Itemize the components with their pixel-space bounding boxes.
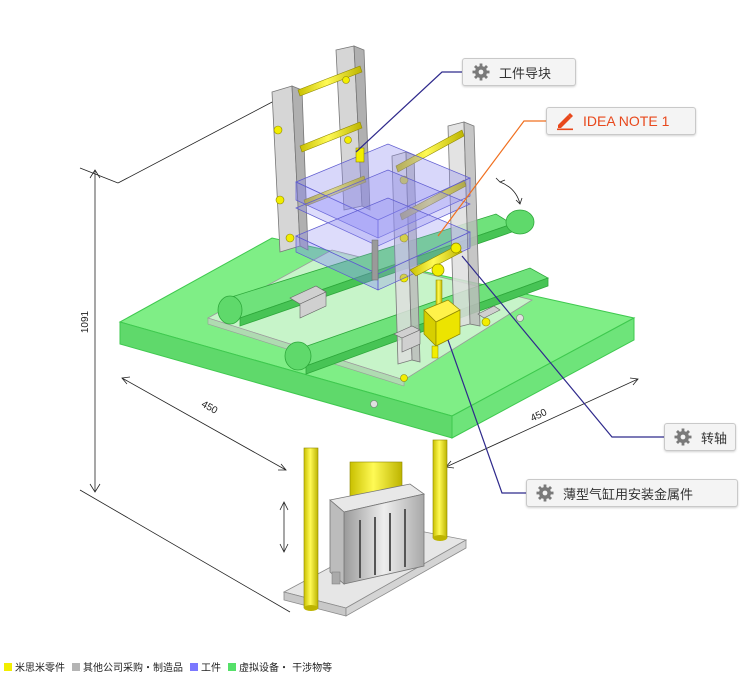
callout-guide[interactable]: 工件导块 [462,58,576,86]
callout-shaft[interactable]: 转轴 [664,423,736,451]
gear-icon [535,483,555,503]
legend-label: 虚拟设备・ 干涉物等 [239,663,333,674]
legend-label: 其他公司采购・制造品 [83,663,183,674]
dim-width-left-label: 450 [199,399,219,417]
dim-height-label: 1091 [80,310,91,333]
legend-label: 工件 [201,663,221,674]
shaft-cylinder-assembly [370,242,524,408]
left-frame [271,45,371,253]
legend-swatch [4,662,12,671]
dim-width-right-label: 450 [529,407,549,424]
callout-bracket[interactable]: 薄型气缸用安装金属件 [526,479,738,507]
legend-item-other: 其他公司采购・制造品 [72,659,183,674]
legend-item-virtual: 虚拟设备・ 干涉物等 [228,659,332,674]
workpiece-stack [295,143,471,291]
dimension-lines [79,99,639,613]
legend-label: 米思米零件 [15,663,65,674]
legend-swatch [72,662,80,671]
callout-shaft-label: 转轴 [701,431,728,447]
callout-leaders [355,71,664,494]
legend-swatch [228,662,236,671]
gear-icon [471,62,491,82]
lower-stand [282,439,468,617]
color-legend: 米思米零件 其他公司采购・制造品 工件 虚拟设备・ 干涉物等 [4,659,339,674]
legend-item-misumi: 米思米零件 [4,659,65,674]
callout-guide-label: 工件导块 [499,66,552,82]
callout-idea-note[interactable]: IDEA NOTE 1 [546,107,696,135]
pencil-icon [555,111,575,131]
legend-item-workpiece: 工件 [190,659,221,674]
gear-icon [673,427,693,447]
legend-swatch [190,662,198,671]
plate-blocks [289,285,501,353]
callout-bracket-label: 薄型气缸用安装金属件 [563,487,694,503]
callout-idea-label: IDEA NOTE 1 [583,113,670,129]
